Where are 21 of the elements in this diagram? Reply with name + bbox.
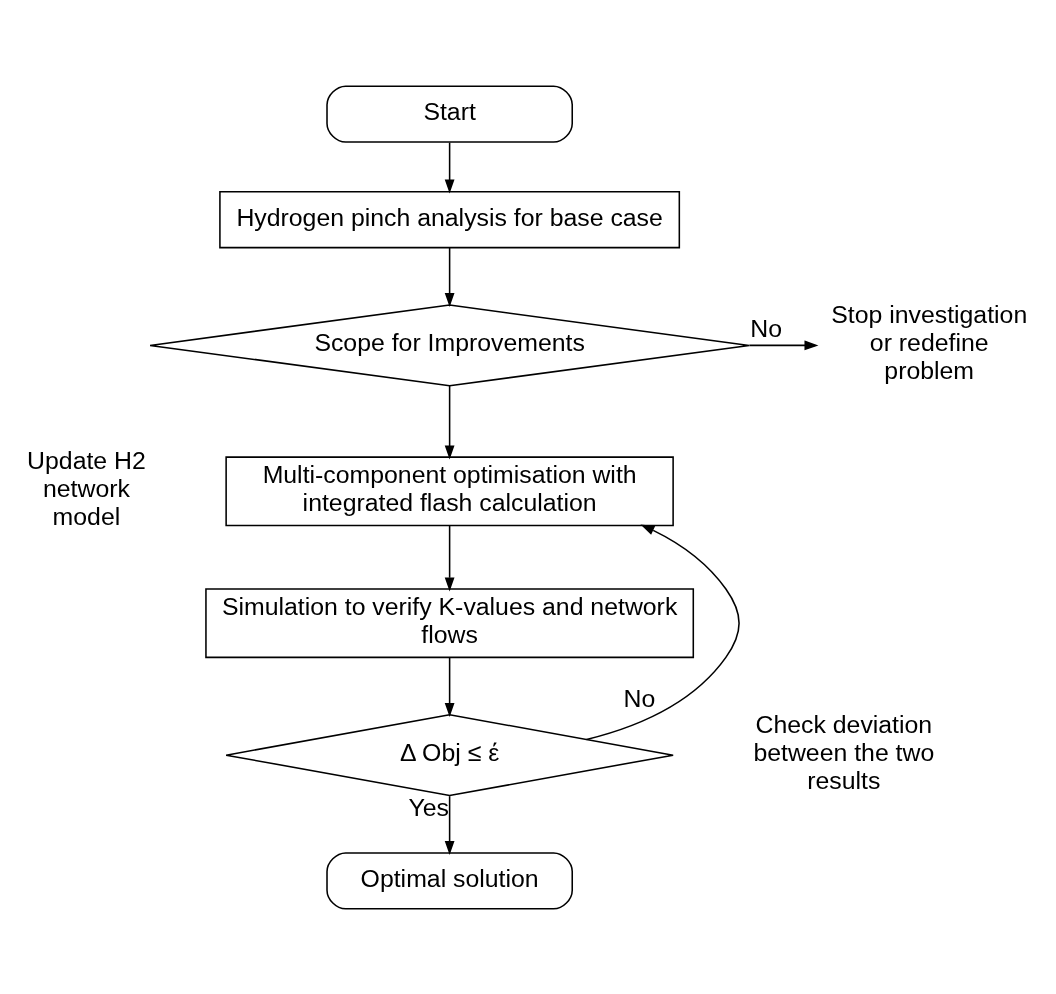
- arrow: [444, 794, 455, 855]
- arrow: [444, 141, 455, 193]
- arrow: [748, 340, 819, 350]
- edge-label: No: [623, 684, 656, 712]
- arrow: [444, 656, 455, 717]
- edge-label: No: [750, 314, 783, 342]
- node-box: Multi-component optimisation with integrated flash calculation: [225, 455, 674, 526]
- node-box: Simulation to verify K-values and network flows: [205, 587, 695, 658]
- edge-label: Yes: [408, 793, 449, 821]
- label: Update H2 network model: [27, 446, 146, 530]
- arrow: [444, 384, 455, 459]
- arrow: [585, 524, 740, 740]
- node-diamond: Scope for Improvements: [149, 303, 750, 387]
- arrow: [444, 246, 455, 307]
- node-diamond: Δ Obj ≤ έ: [225, 713, 674, 796]
- node-box: Hydrogen pinch analysis for base case: [219, 190, 681, 248]
- node-text: Stop investigation or redefine problem: [831, 300, 1028, 384]
- node-label: Check deviation between the two results: [753, 710, 935, 794]
- node-box: Optimal solution: [326, 851, 573, 910]
- arrow: [444, 524, 455, 591]
- node-box: Start: [326, 84, 573, 143]
